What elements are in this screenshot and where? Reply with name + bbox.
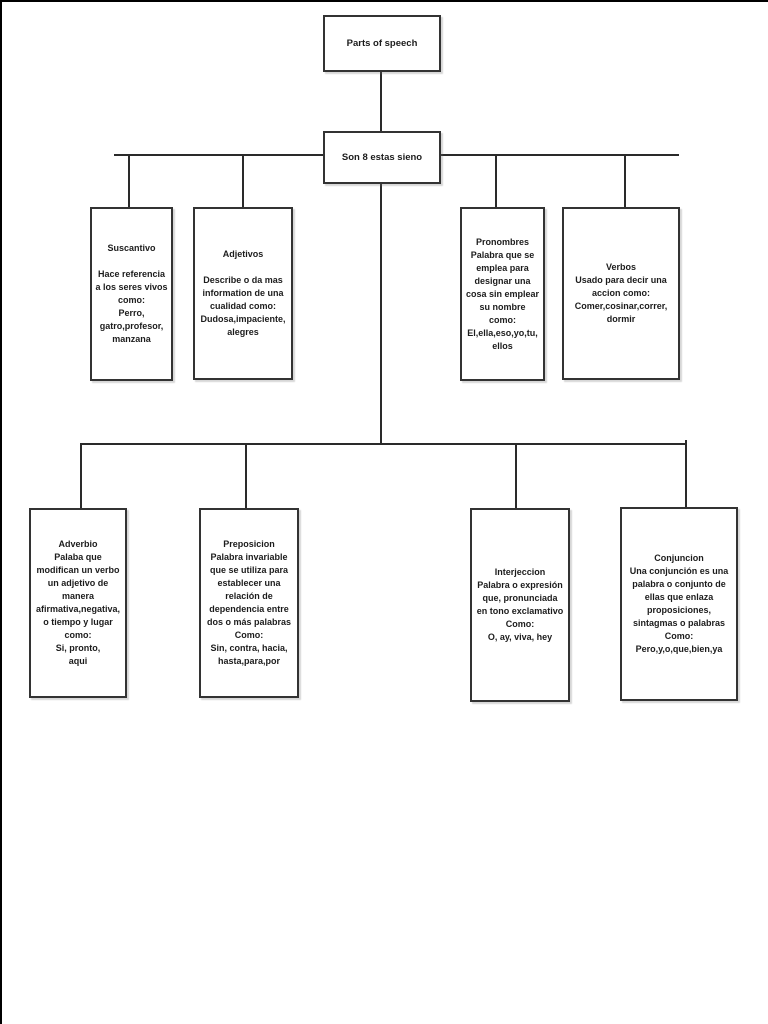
node-parts-of-speech: Parts of speech (323, 15, 441, 72)
connector-drop-conjuncion (685, 440, 687, 508)
connector-rail2 (80, 443, 687, 445)
connector-drop-pronombres (495, 154, 497, 207)
connector-rail1-right (441, 154, 679, 156)
connector-rail1-left (114, 154, 323, 156)
node-interjeccion: Interjeccion Palabra o expresión que, pr… (470, 508, 570, 702)
connector-drop-interjeccion (515, 443, 517, 508)
node-verbos: Verbos Usado para decir una accion como:… (562, 207, 680, 380)
connector-root-to-count (380, 72, 382, 131)
node-adjetivos: Adjetivos Describe o da mas information … (193, 207, 293, 380)
connector-count-to-rail2 (380, 184, 382, 445)
node-preposicion: Preposicion Palabra invariable que se ut… (199, 508, 299, 698)
node-conjuncion: Conjuncion Una conjunción es una palabra… (620, 507, 738, 701)
connector-drop-adjetivos (242, 154, 244, 207)
connector-drop-preposicion (245, 443, 247, 508)
node-pronombres: Pronombres Palabra que se emplea para de… (460, 207, 545, 381)
node-adverbio: Adverbio Palaba que modifican un verbo u… (29, 508, 127, 698)
connector-drop-adverbio (80, 443, 82, 508)
connector-drop-sustantivo (128, 154, 130, 207)
node-son-8: Son 8 estas sieno (323, 131, 441, 184)
page-border-top (0, 0, 768, 2)
node-sustantivo: Suscantivo Hace referencia a los seres v… (90, 207, 173, 381)
connector-drop-verbos (624, 154, 626, 207)
page-border-left (0, 0, 2, 1024)
